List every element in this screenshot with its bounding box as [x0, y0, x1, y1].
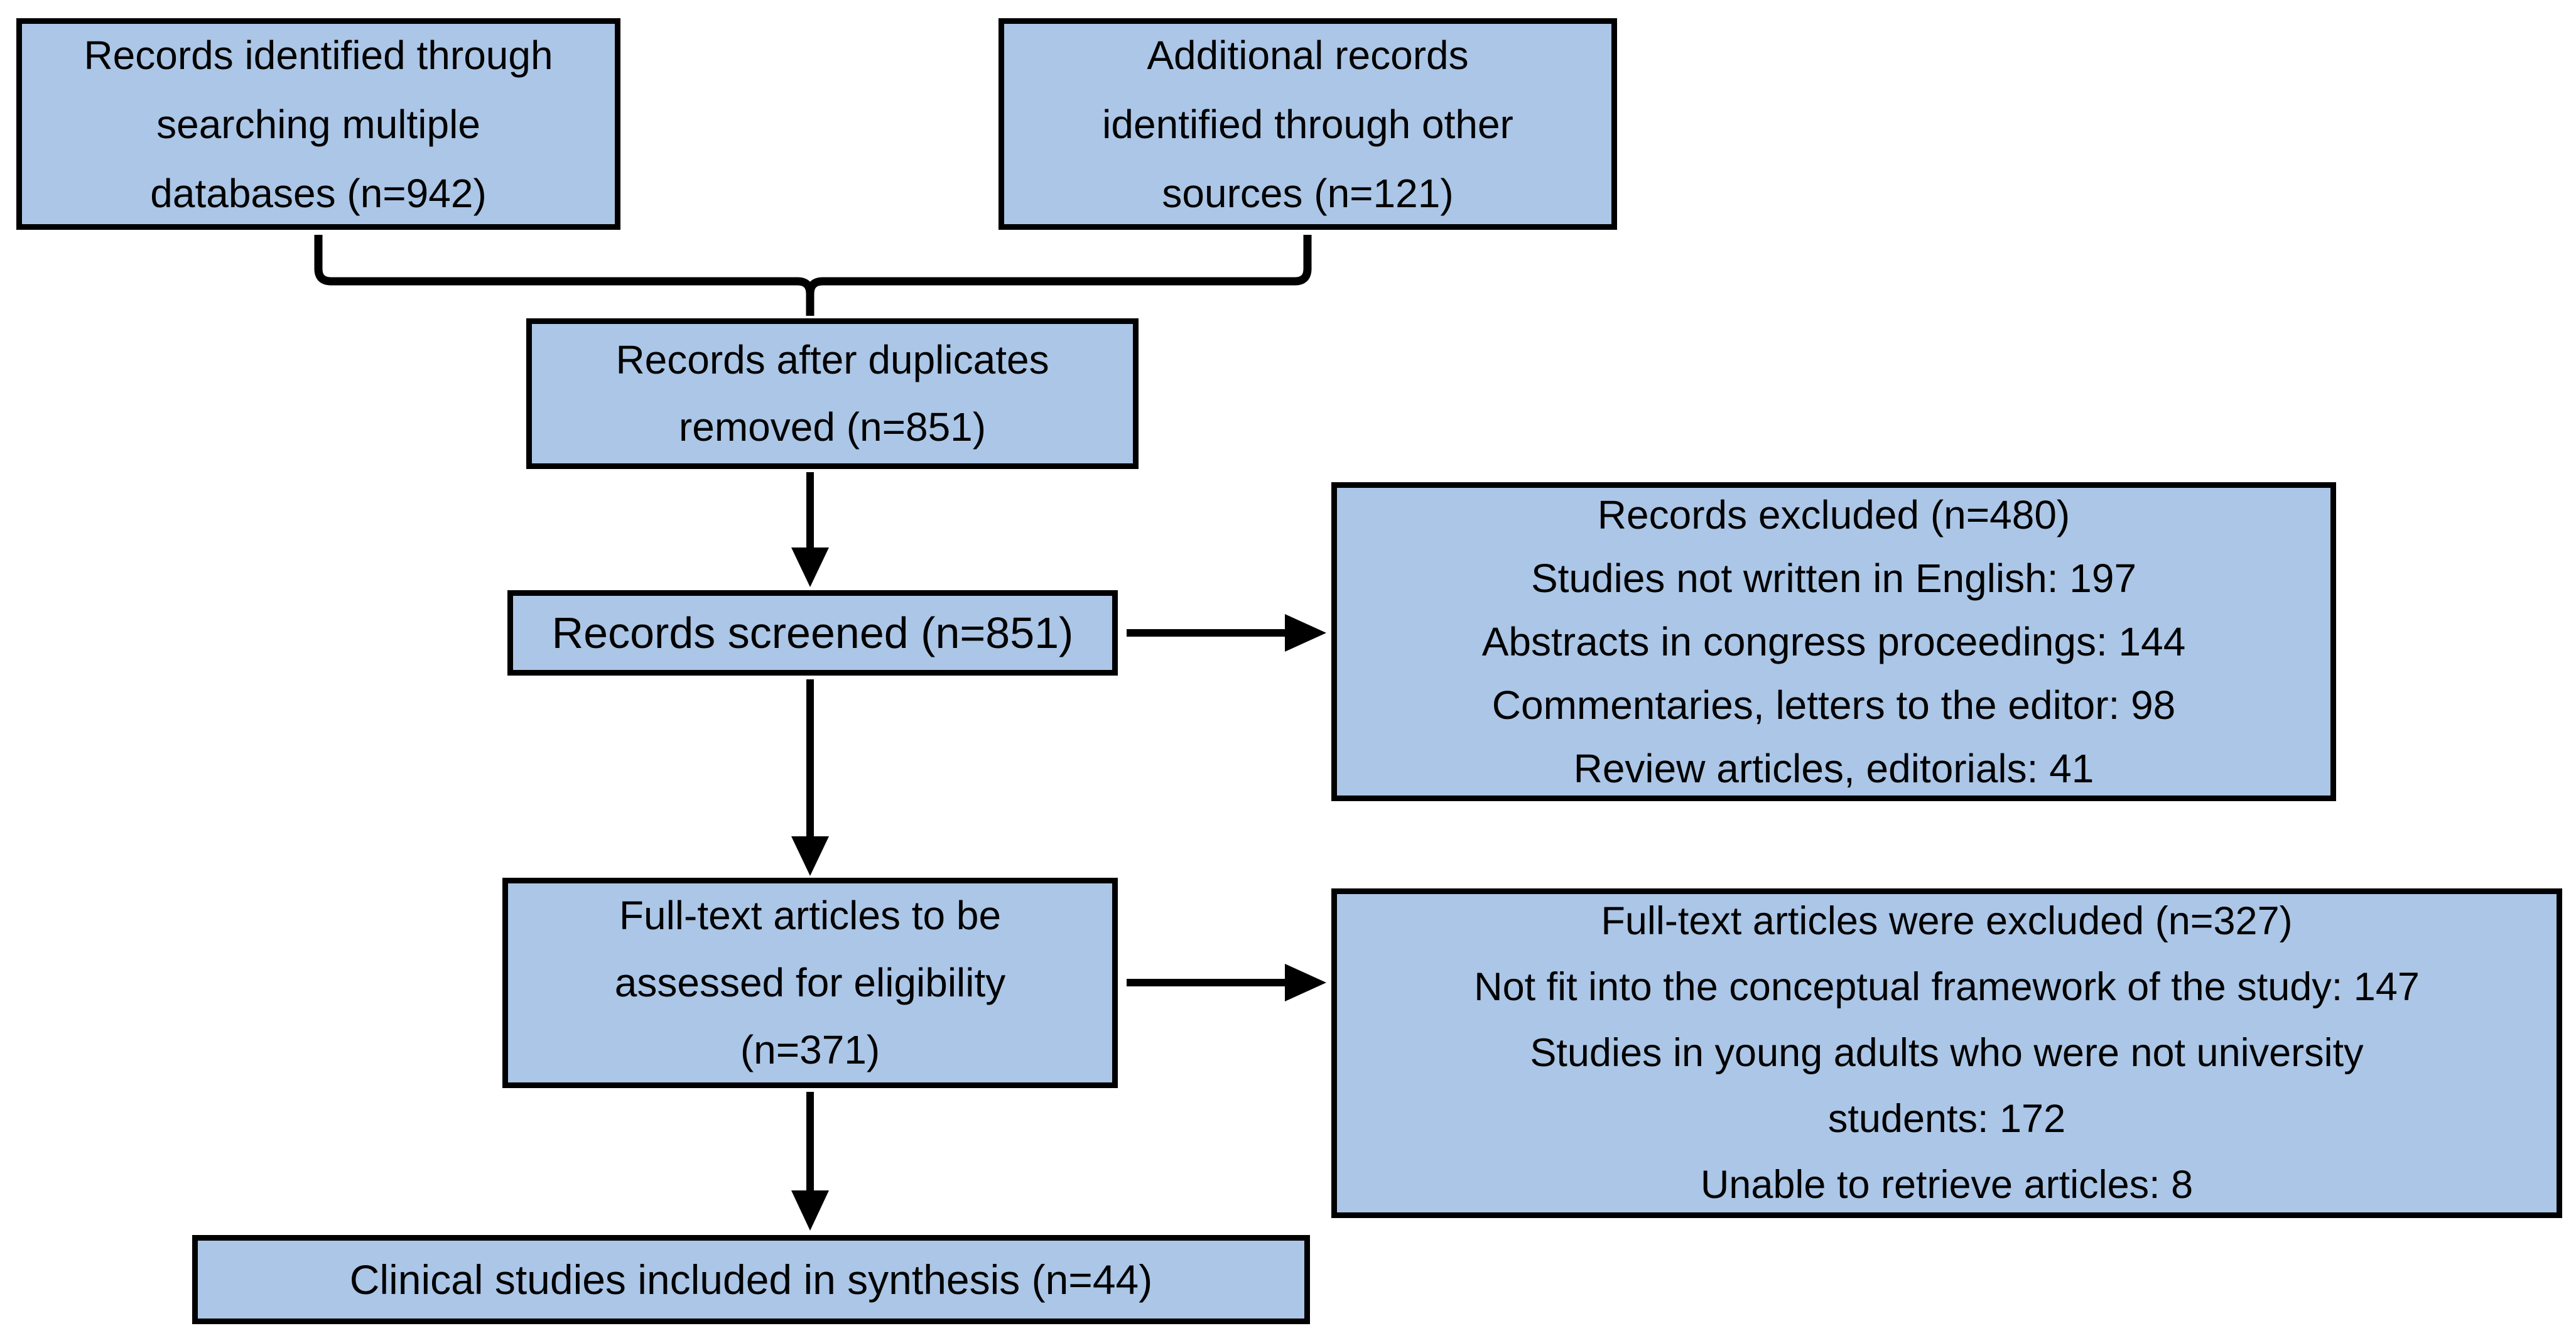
box-line: databases (n=942) [150, 170, 487, 216]
box-line: Full-text articles were excluded (n=327) [1601, 899, 2293, 943]
box-line: assessed for eligibility [614, 960, 1006, 1005]
box-fulltext-excluded: Full-text articles were excluded (n=327)… [1331, 888, 2562, 1218]
box-line: Records excluded (n=480) [1597, 492, 2070, 537]
box-line: sources (n=121) [1162, 170, 1454, 216]
box-line: Additional records [1147, 32, 1469, 78]
merge-bracket-shape [314, 235, 1312, 316]
arrow-screened-to-excluded [1127, 614, 1326, 652]
box-line: students: 172 [1827, 1097, 2066, 1141]
arrow-screened-to-fulltext [791, 679, 829, 876]
box-line: identified through other [1102, 101, 1513, 147]
box-line: removed (n=851) [678, 404, 987, 450]
arrow-duplicates-to-screened [791, 472, 829, 587]
box-line: Commentaries, letters to the editor: 98 [1491, 682, 2176, 728]
box-line: Studies in young adults who were not uni… [1530, 1031, 2364, 1075]
box-line: Records identified through [84, 32, 553, 78]
box-line: Abstracts in congress proceedings: 144 [1481, 618, 2186, 664]
box-line: Full-text articles to be [619, 893, 1002, 938]
arrow-fulltext-to-excluded [1127, 964, 1326, 1001]
box-line: Studies not written in English: 197 [1530, 555, 2137, 601]
box-line: Review articles, editorials: 41 [1573, 745, 2094, 791]
arrow-fulltext-to-included [791, 1092, 829, 1231]
box-line: searching multiple [156, 101, 480, 147]
box-records-screened: Records screened (n=851) [507, 590, 1118, 676]
box-line: Not fit into the conceptual framework of… [1474, 965, 2420, 1009]
box-line: Records after duplicates [615, 337, 1049, 382]
box-line: Records screened (n=851) [551, 608, 1074, 657]
box-duplicates-removed: Records after duplicates removed (n=851) [526, 318, 1139, 469]
box-additional-records: Additional records identified through ot… [998, 18, 1617, 230]
box-line: Clinical studies included in synthesis (… [349, 1256, 1153, 1303]
box-studies-included: Clinical studies included in synthesis (… [192, 1235, 1310, 1324]
box-records-identified: Records identified through searching mul… [16, 18, 620, 230]
box-fulltext-assessed: Full-text articles to be assessed for el… [502, 878, 1118, 1088]
box-line: (n=371) [740, 1027, 880, 1072]
box-line: Unable to retrieve articles: 8 [1700, 1163, 2194, 1207]
box-records-excluded: Records excluded (n=480) Studies not wri… [1331, 482, 2336, 801]
